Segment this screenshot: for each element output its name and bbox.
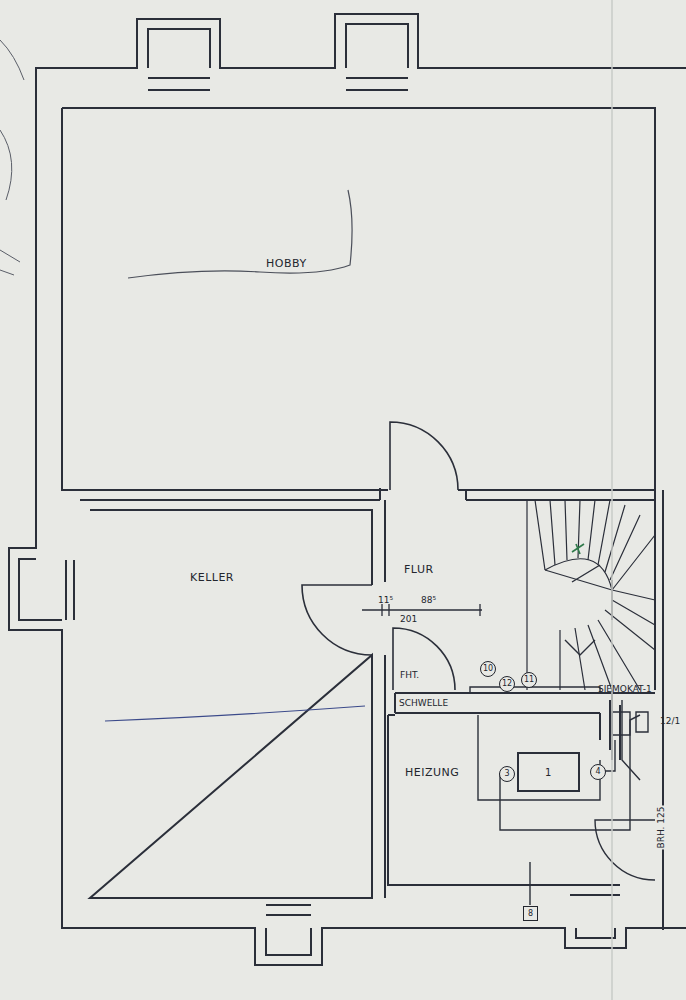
room-area: FLUR [385, 500, 525, 690]
plan-label: 88⁵ [421, 595, 436, 606]
room-name: FLUR [404, 563, 434, 576]
callout-number: 1 [545, 767, 552, 778]
plan-label: 12/1 [660, 716, 680, 727]
plan-label: 201 [400, 614, 417, 625]
callout-number: 4 [590, 764, 606, 780]
plan-label: 11⁵ [378, 595, 393, 606]
plan-label: FHT. [400, 670, 419, 681]
plan-label: SIEMOKAT-1 [598, 684, 652, 695]
callout-number: 8 [523, 906, 538, 921]
plan-label: BRH. 125 [656, 806, 667, 850]
room-area: KELLER [90, 510, 372, 898]
room-name: HEIZUNG [405, 766, 459, 779]
room-area: HOBBY [62, 108, 655, 490]
room-name: HOBBY [266, 257, 307, 270]
callout-number: 11 [521, 672, 537, 688]
room-name: KELLER [190, 571, 234, 584]
room-area: HEIZUNG 1 [388, 715, 598, 885]
plan-label: SCHWELLE [399, 698, 448, 709]
callout-number: 3 [499, 766, 515, 782]
callout-number: 12 [499, 676, 515, 692]
callout-number: 10 [480, 661, 496, 677]
boiler-box: 1 [517, 752, 580, 792]
